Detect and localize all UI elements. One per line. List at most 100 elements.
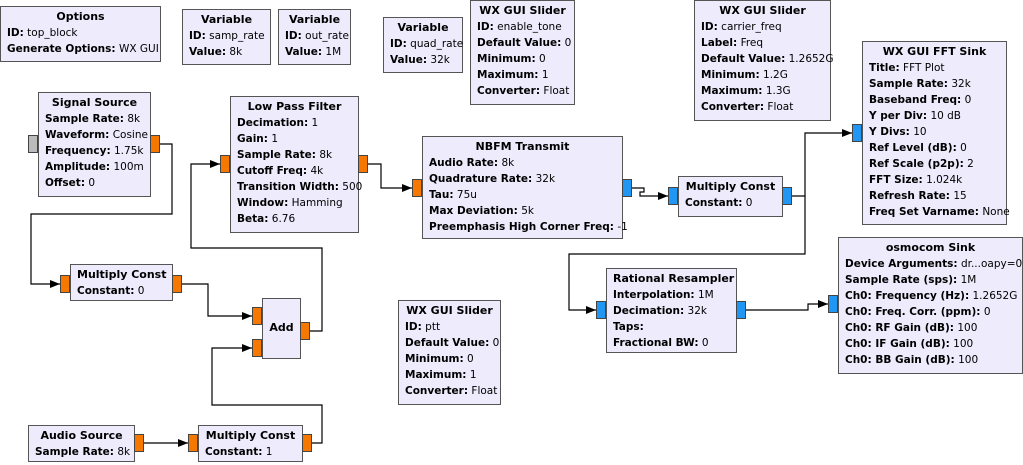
output-port[interactable] (302, 434, 312, 452)
wire-multiply-to-add[interactable] (182, 283, 252, 320)
block-param: Value: 8k (189, 44, 264, 60)
block-param: ID: top_block (7, 25, 154, 41)
block-param: Constant: 0 (685, 195, 776, 211)
input-port[interactable] (28, 135, 38, 153)
param-value: 1.3G (765, 85, 791, 97)
block-param: ID: quad_rate (390, 36, 463, 52)
block-param: Maximum: 1.3G (701, 83, 824, 99)
output-port[interactable] (300, 322, 310, 340)
input-port[interactable] (828, 295, 838, 313)
wire-multiply-to-resampler[interactable] (568, 196, 806, 314)
block-param: Ch0: Freq. Corr. (ppm): 0 (845, 304, 1016, 320)
param-key: Ch0: Freq. Corr. (ppm): (845, 306, 981, 318)
param-value: Freq (740, 37, 764, 49)
param-key: Window: (237, 197, 289, 209)
block-param: Ch0: Frequency (Hz): 1.2652G (845, 288, 1017, 304)
param-key: Sample Rate: (237, 149, 316, 161)
param-value: 1.2652G (788, 53, 834, 65)
param-value: 500 (342, 181, 363, 193)
param-key: Amplitude: (45, 161, 111, 173)
output-port[interactable] (358, 155, 368, 173)
block-param: Audio Rate: 8k (429, 155, 616, 171)
param-value: 32k (535, 173, 556, 185)
param-value: 8k (229, 46, 243, 58)
output-port[interactable] (736, 301, 746, 319)
wire-resampler-to-osmocom[interactable] (746, 300, 828, 311)
param-value: samp_rate (209, 30, 265, 42)
param-value: enable_tone (497, 21, 562, 33)
block-param: ID: samp_rate (189, 28, 265, 44)
output-port[interactable] (782, 187, 792, 205)
param-key: Sample Rate: (45, 113, 124, 125)
param-value: 32k (430, 54, 450, 66)
input-port[interactable] (60, 275, 70, 293)
param-key: Maximum: (477, 69, 539, 81)
param-value: 100 (953, 338, 974, 350)
param-value: 1M (697, 289, 714, 301)
block-param: Default Value: 0 (405, 335, 499, 351)
wire-signal-to-multiply[interactable] (30, 143, 173, 288)
block-param: Taps: (613, 319, 730, 335)
param-value: dr...oapy=0 (960, 258, 1023, 270)
block-param: Sample Rate (sps): 1M (845, 272, 1016, 288)
param-value: None (982, 206, 1010, 218)
block-param: Sample Rate: 8k (45, 111, 144, 127)
input-port[interactable] (412, 179, 422, 197)
block-param: Converter: Float (477, 83, 569, 99)
input-port[interactable] (220, 155, 230, 173)
input-port[interactable] (252, 339, 262, 357)
block-title: Add (269, 321, 294, 334)
param-key: Minimum: (477, 53, 536, 65)
param-value: 0 (983, 306, 991, 318)
input-port[interactable] (252, 307, 262, 325)
param-key: Sample Rate: (35, 446, 114, 458)
block-title: Variable (288, 13, 341, 26)
wire-add-to-lpf[interactable] (190, 160, 323, 332)
param-key: Maximum: (701, 85, 763, 97)
block-param: Fractional BW: 0 (613, 335, 730, 351)
output-port[interactable] (150, 135, 160, 153)
block-param: Value: 1M (285, 44, 344, 60)
param-key: ID: (285, 30, 302, 42)
param-value: 0 (960, 142, 967, 154)
param-key: Device Arguments: (845, 258, 958, 270)
output-port[interactable] (134, 434, 144, 452)
input-port[interactable] (188, 434, 198, 452)
input-port[interactable] (668, 187, 678, 205)
input-port[interactable] (852, 124, 862, 142)
param-key: Interpolation: (613, 289, 695, 301)
output-port[interactable] (622, 179, 632, 197)
param-key: Title: (869, 62, 900, 74)
param-value: 8k (319, 149, 333, 161)
param-value: 1 (271, 133, 279, 145)
wire-lpf-to-nbfm[interactable] (368, 163, 412, 192)
wire-multiply-to-fft[interactable] (792, 129, 852, 197)
input-port[interactable] (596, 301, 606, 319)
block-param: Baseband Freq: 0 (869, 92, 1000, 108)
add-block[interactable]: Add (262, 298, 301, 359)
wire-nbfm-to-multiply[interactable] (632, 187, 668, 200)
wire-multiply-bottom-to-add[interactable] (211, 344, 323, 444)
block-title: Multiply Const (77, 268, 167, 281)
param-value: top_block (27, 27, 78, 39)
block-param: Sample Rate: 8k (237, 147, 352, 163)
output-port[interactable] (172, 275, 182, 293)
param-value: 32k (951, 78, 971, 90)
